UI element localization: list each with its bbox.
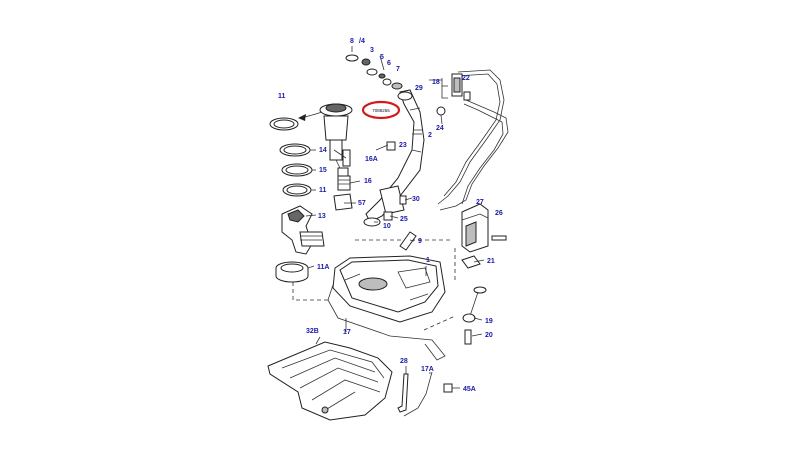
- callout-57[interactable]: 57: [358, 200, 366, 207]
- filler-cap-parts[interactable]: [345, 46, 403, 90]
- callout-16[interactable]: 16: [364, 178, 372, 185]
- fuel-filter[interactable]: [337, 175, 351, 191]
- callout-11-mid[interactable]: 11: [319, 187, 327, 194]
- callout-5[interactable]: 5: [380, 54, 384, 61]
- clip-25[interactable]: [383, 211, 393, 221]
- strap-17a[interactable]: [403, 371, 433, 417]
- vent-hose-9[interactable]: [399, 231, 417, 251]
- heat-shield[interactable]: [267, 341, 393, 421]
- callout-1[interactable]: 1: [426, 257, 430, 264]
- connector-16a[interactable]: [342, 149, 351, 167]
- eye-bolt-19[interactable]: [462, 286, 487, 323]
- callout-10[interactable]: 10: [383, 223, 391, 230]
- callout-19[interactable]: 19: [485, 318, 493, 325]
- highlight-oval[interactable]: [361, 100, 401, 120]
- seal-ring-14-inner: [283, 145, 307, 155]
- callout-11a[interactable]: 11A: [317, 264, 329, 271]
- pipe-28[interactable]: [397, 373, 409, 413]
- valve-clip-22[interactable]: [463, 91, 471, 101]
- fuel-tank[interactable]: [332, 255, 446, 323]
- callout-22[interactable]: 22: [462, 75, 470, 82]
- callout-29[interactable]: 29: [415, 85, 423, 92]
- callout-16a[interactable]: 16A: [365, 156, 378, 163]
- bolt-45a[interactable]: [443, 383, 453, 393]
- fuel-line-upper[interactable]: [437, 69, 505, 205]
- callout-26[interactable]: 26: [495, 210, 503, 217]
- callout-13[interactable]: 13: [318, 213, 326, 220]
- hose-clamp-10[interactable]: [363, 217, 381, 227]
- callout-18[interactable]: 18: [432, 79, 440, 86]
- fuel-line-lower-b: [461, 103, 504, 205]
- bolt-30[interactable]: [399, 195, 407, 205]
- fuel-filter-bands: [338, 179, 350, 185]
- callout-24[interactable]: 24: [436, 125, 444, 132]
- callout-9[interactable]: 9: [418, 238, 422, 245]
- charcoal-canister[interactable]: [461, 203, 489, 253]
- callout-20[interactable]: 20: [485, 332, 493, 339]
- callout-6[interactable]: 6: [387, 60, 391, 67]
- callout-4[interactable]: /4: [359, 38, 365, 45]
- callout-8[interactable]: 8: [350, 38, 354, 45]
- canister-bolt-26[interactable]: [491, 235, 507, 241]
- ring-11a[interactable]: [275, 261, 309, 283]
- callout-32b[interactable]: 32B: [306, 328, 319, 335]
- callout-15[interactable]: 15: [319, 167, 327, 174]
- filler-neck[interactable]: [365, 89, 425, 223]
- bolt-20[interactable]: [464, 329, 472, 345]
- fuel-sender-unit[interactable]: [319, 103, 353, 181]
- direction-arrow-head: [298, 114, 306, 121]
- callout-25[interactable]: 25: [400, 216, 408, 223]
- bracket-57[interactable]: [333, 193, 353, 211]
- fuel-line-upper-b: [443, 73, 501, 197]
- tank-reference-lines: [292, 239, 456, 331]
- callout-11-top[interactable]: 11: [278, 93, 286, 100]
- callout-3[interactable]: 3: [370, 47, 374, 54]
- callout-30[interactable]: 30: [412, 196, 420, 203]
- leader-lines: [305, 55, 485, 389]
- clip-23[interactable]: [386, 141, 396, 151]
- lock-ring-top-inner: [273, 119, 295, 129]
- seal-ring-15-inner: [285, 165, 309, 175]
- callout-45a[interactable]: 45A: [463, 386, 476, 393]
- valve-bracket-29: [429, 78, 448, 99]
- fuel-pump-assembly[interactable]: [281, 205, 325, 255]
- tank-strap[interactable]: [327, 284, 446, 361]
- callout-17[interactable]: 17: [343, 329, 351, 336]
- callout-23[interactable]: 23: [399, 142, 407, 149]
- part-number-label: 7088255: [372, 108, 390, 113]
- clip-24[interactable]: [436, 106, 446, 116]
- canister-bracket-21[interactable]: [461, 255, 481, 269]
- callout-14[interactable]: 14: [319, 147, 327, 154]
- callout-labels: 8 /4 3 5 6 7 11 18 22 29 24 2 23 14 16A …: [278, 38, 503, 393]
- callout-7[interactable]: 7: [396, 66, 400, 73]
- callout-28[interactable]: 28: [400, 358, 408, 365]
- vent-valve[interactable]: [451, 73, 463, 97]
- callout-21[interactable]: 21: [487, 258, 495, 265]
- callout-2[interactable]: 2: [428, 132, 432, 139]
- callout-17a[interactable]: 17A: [421, 366, 434, 373]
- callout-27[interactable]: 27: [476, 199, 484, 206]
- lock-ring-bottom-inner: [286, 185, 308, 195]
